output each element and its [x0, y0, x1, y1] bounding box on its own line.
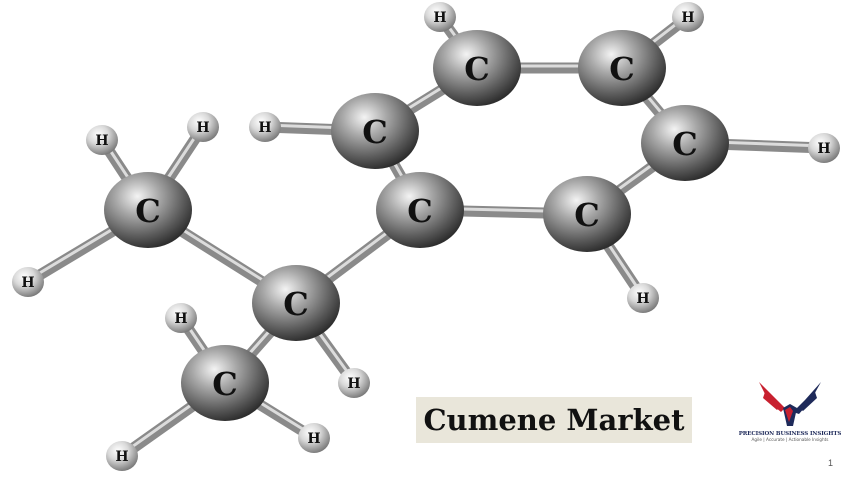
hydrogen-atom: H: [627, 283, 659, 313]
hydrogen-sphere: [249, 112, 281, 142]
hydrogen-sphere: [627, 283, 659, 313]
carbon-sphere: [376, 172, 464, 248]
carbon-sphere: [104, 172, 192, 248]
hydrogen-label: H: [433, 10, 446, 26]
hydrogen-label: H: [21, 275, 34, 291]
carbon-atom: C: [104, 172, 192, 248]
carbon-atom: C: [331, 93, 419, 169]
hydrogen-sphere: [298, 423, 330, 453]
carbon-label: C: [672, 125, 697, 163]
hydrogen-sphere: [187, 112, 219, 142]
hydrogen-atom: H: [672, 2, 704, 32]
hydrogen-sphere: [424, 2, 456, 32]
logo-company-name: PRECISION BUSINESS INSIGHTS: [738, 431, 842, 437]
carbon-label: C: [574, 196, 599, 234]
hydrogen-atom: H: [808, 133, 840, 163]
carbon-label: C: [464, 50, 489, 88]
hydrogen-label: H: [258, 120, 271, 136]
carbon-label: C: [135, 192, 160, 230]
hydrogen-atom: H: [424, 2, 456, 32]
hydrogen-sphere: [808, 133, 840, 163]
carbon-atom: C: [252, 265, 340, 341]
carbon-label: C: [407, 192, 432, 230]
hydrogen-label: H: [347, 376, 360, 392]
logo-tagline: Agile | Accurate | Actionable Insights: [751, 437, 829, 442]
hydrogen-sphere: [165, 303, 197, 333]
eagle-logo-icon: [759, 382, 821, 426]
hydrogen-sphere: [12, 267, 44, 297]
hydrogen-atom: H: [249, 112, 281, 142]
slide-title: Cumene Market: [423, 403, 685, 437]
carbon-sphere: [331, 93, 419, 169]
page-number: 1: [828, 458, 834, 468]
carbon-sphere: [181, 345, 269, 421]
carbon-atom: C: [543, 176, 631, 252]
hydrogen-atom: H: [165, 303, 197, 333]
carbon-atom: C: [181, 345, 269, 421]
carbon-atom: C: [578, 30, 666, 106]
carbon-sphere: [543, 176, 631, 252]
carbon-sphere: [433, 30, 521, 106]
hydrogen-label: H: [817, 141, 830, 157]
hydrogen-label: H: [307, 431, 320, 447]
carbon-label: C: [283, 285, 308, 323]
hydrogen-sphere: [672, 2, 704, 32]
hydrogen-atom: H: [12, 267, 44, 297]
hydrogen-sphere: [106, 441, 138, 471]
carbon-label: C: [212, 365, 237, 403]
hydrogen-label: H: [196, 120, 209, 136]
hydrogen-atom: H: [298, 423, 330, 453]
carbon-sphere: [641, 105, 729, 181]
carbon-sphere: [578, 30, 666, 106]
hydrogen-atom: H: [338, 368, 370, 398]
hydrogen-atom: H: [106, 441, 138, 471]
carbon-atom: C: [376, 172, 464, 248]
carbon-label: C: [609, 50, 634, 88]
hydrogen-sphere: [86, 125, 118, 155]
carbon-label: C: [362, 113, 387, 151]
hydrogen-label: H: [681, 10, 694, 26]
hydrogen-label: H: [115, 449, 128, 465]
hydrogen-atom: H: [86, 125, 118, 155]
title-banner: Cumene Market: [416, 397, 692, 443]
carbon-sphere: [252, 265, 340, 341]
hydrogen-atom: H: [187, 112, 219, 142]
carbon-atom: C: [433, 30, 521, 106]
carbon-atom: C: [641, 105, 729, 181]
hydrogen-label: H: [95, 133, 108, 149]
hydrogen-label: H: [636, 291, 649, 307]
hydrogen-sphere: [338, 368, 370, 398]
hydrogen-label: H: [174, 311, 187, 327]
company-logo: PRECISION BUSINESS INSIGHTS Agile | Accu…: [738, 378, 842, 460]
